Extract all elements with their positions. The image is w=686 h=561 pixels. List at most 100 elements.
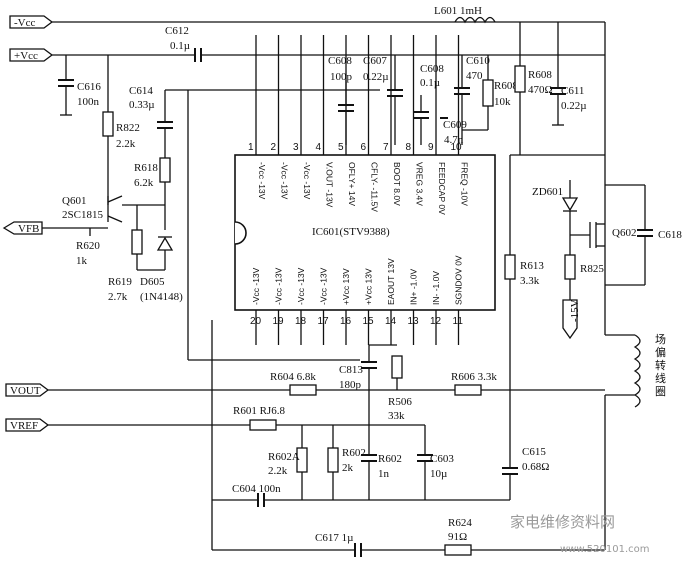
r822-value: 2.2k	[116, 138, 136, 150]
pin-number: 18	[295, 316, 307, 327]
neg-vcc-label: -Vcc	[14, 17, 35, 29]
r825-label: R825	[580, 263, 604, 275]
pin-label: FEEDCAP 0V	[437, 162, 447, 215]
pin-number: 5	[338, 142, 344, 153]
d605-value: (1N4148)	[140, 291, 183, 303]
ic-pin-4: 4V.OUT -13V	[316, 35, 335, 208]
pin-label: -Vcc -13V	[319, 267, 329, 305]
r618-label: R618	[134, 162, 158, 174]
pin-number: 8	[406, 142, 412, 153]
r604-label: R604 6.8k	[270, 371, 316, 383]
r608b-resistor	[514, 65, 526, 93]
c618-label: C618	[658, 229, 682, 241]
r620-label: R620	[76, 240, 100, 252]
ic-pin-1: 1-Vcc -13V	[248, 35, 267, 200]
pin-number: 6	[361, 142, 367, 153]
r825-resistor	[564, 254, 576, 280]
c604-label: C604 100n	[232, 483, 281, 495]
r602-label: R602	[342, 447, 366, 459]
pin-number: 2	[271, 142, 277, 153]
r608a-label: R608	[494, 80, 518, 92]
c603-value: 10µ	[430, 468, 447, 480]
c608a-label: C608	[328, 55, 352, 67]
ic-pin-15: 15 +Vcc 13V	[363, 268, 375, 345]
pin-label: OFLY+ 14V	[347, 162, 357, 206]
r602a-value: 2.2k	[268, 465, 288, 477]
r606-resistor	[454, 384, 482, 396]
watermark-url: www.520101.com	[560, 544, 650, 555]
c609-value: 4.7n	[444, 134, 464, 146]
pin-number: 20	[250, 316, 262, 327]
d605-label: D605	[140, 276, 165, 288]
c616-label: C616	[77, 81, 101, 93]
q601-value: 2SC1815	[62, 209, 103, 221]
r602-resistor	[327, 447, 339, 473]
ic-pin-13: 13 IN+ -1.0V	[408, 269, 420, 345]
pin-label: +Vcc 13V	[364, 268, 374, 305]
coil-char-2: 偏	[655, 345, 666, 359]
pin-label: V.OUT -13V	[325, 162, 335, 208]
ic-pin-18: 18 -Vcc -13V	[295, 267, 307, 345]
r822-resistor	[102, 111, 114, 137]
pin-label: IN+ -1.0V	[409, 269, 419, 305]
c614-value: 0.33µ	[129, 99, 155, 111]
pin-label: FREQ -10V	[460, 162, 470, 206]
pin-number: 15	[363, 316, 375, 327]
ic601-body	[234, 154, 496, 311]
r620-value: 1k	[76, 255, 88, 267]
pin-label: -Vcc -13V	[257, 162, 267, 200]
pin-number: 12	[430, 316, 442, 327]
q602-label: Q602	[612, 227, 636, 239]
coil-char-4: 线	[655, 371, 666, 385]
c611-label: C611	[561, 85, 584, 97]
pin-number: 13	[408, 316, 420, 327]
c603-label: C603	[430, 453, 454, 465]
r602a-label: R602A	[268, 451, 300, 463]
r602b-value: 1n	[378, 468, 390, 480]
ic-pin-19: 19-Vcc -13V	[273, 267, 285, 345]
vfb-label: VFB	[18, 223, 39, 235]
pos-vcc-label: +Vcc	[14, 50, 38, 62]
r606-label: R606 3.3k	[451, 371, 497, 383]
r604-resistor	[289, 384, 317, 396]
c813-value: 180p	[339, 379, 362, 391]
r613-resistor	[504, 254, 516, 280]
pin-number: 9	[428, 142, 434, 153]
ic-pin-17: 17 -Vcc -13V	[318, 267, 330, 345]
q601-label: Q601	[62, 195, 86, 207]
c608b-label: C608	[420, 63, 444, 75]
zd601-diode	[561, 197, 579, 212]
r613-value: 3.3k	[520, 275, 540, 287]
r602b-label: R602	[378, 453, 402, 465]
pin-number: 16	[340, 316, 352, 327]
c609-label: C609	[443, 119, 467, 131]
pin-label: SGNDOV 0V	[454, 255, 464, 305]
pin-label: -Vcc -13V	[302, 162, 312, 200]
c611-value: 0.22µ	[561, 100, 587, 112]
c617-label: C617 1µ	[315, 532, 353, 544]
l601-label: L601 1mH	[434, 5, 482, 17]
r601-label: R601 RJ6.8	[233, 405, 285, 417]
pin-number: 4	[316, 142, 322, 153]
c607-label: C607	[363, 55, 387, 67]
c615-label: C615	[522, 446, 546, 458]
deflection-coil	[633, 334, 641, 408]
ic-pin-3: 3-Vcc -13V	[293, 35, 312, 200]
c813-label: C813	[339, 364, 363, 376]
pin-label: -Vcc -13V	[296, 267, 306, 305]
coil-char-5: 圈	[655, 385, 666, 398]
c616-value: 100n	[77, 96, 100, 108]
pin-number: 19	[273, 316, 285, 327]
neg-vcc-port	[9, 15, 54, 29]
l601-inductor	[454, 16, 496, 24]
pin-number: 10	[451, 142, 463, 153]
pin-number: 17	[318, 316, 330, 327]
r608a-resistor	[482, 79, 494, 107]
pin-label: EAOUT 13V	[386, 258, 396, 305]
r624-label: R624	[448, 517, 472, 529]
